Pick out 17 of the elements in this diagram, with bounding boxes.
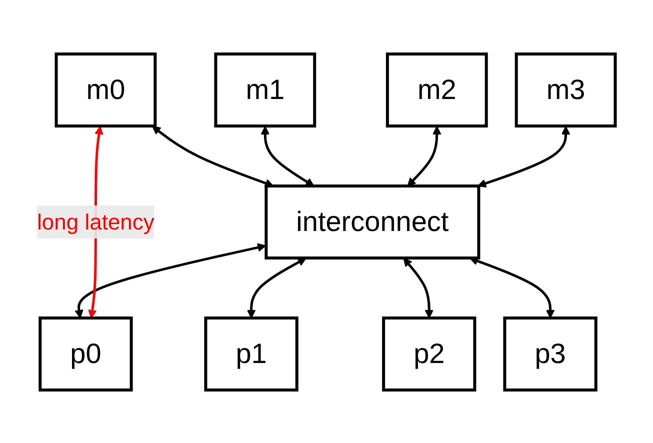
node-box: m3	[515, 52, 618, 127]
arrow	[261, 126, 315, 186]
arrow	[404, 257, 434, 318]
node-box: p3	[504, 316, 598, 391]
node-box: p0	[39, 316, 134, 391]
node-box: p2	[382, 316, 477, 391]
node-box: m1	[214, 52, 316, 127]
node-box: interconnect	[265, 184, 481, 259]
node-box: m2	[386, 52, 488, 127]
node-box: m0	[55, 52, 158, 127]
arrow	[152, 125, 274, 187]
node-box: p1	[204, 316, 299, 391]
arrow	[75, 242, 267, 318]
arrow	[247, 257, 307, 318]
arrow	[408, 126, 442, 186]
arrow	[478, 126, 571, 188]
edge-label: long latency	[37, 209, 155, 234]
